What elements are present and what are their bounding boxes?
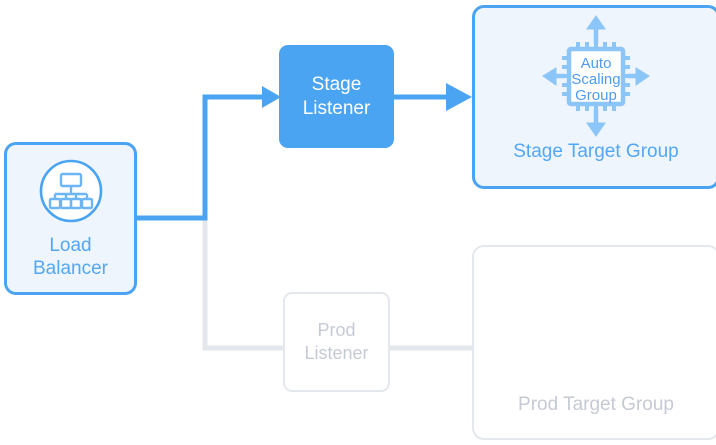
load-balancer-label-line1: Load [49,234,92,256]
node-prod-target-group[interactable]: Prod Target Group [472,245,716,440]
asg-icon-label-line3: Group [575,87,617,104]
stage-listener-label-line2: Listener [302,97,371,119]
connector-load-balancer-to-prod-listener [137,215,283,351]
prod-listener-label-line2: Listener [304,343,369,363]
scale-arrow-up [586,15,606,44]
stage-target-group-label: Stage Target Group [513,141,679,162]
scale-arrow-left [542,67,565,86]
arrowhead-to-stage-listener [262,86,281,108]
node-stage-target-group[interactable]: Auto Scaling Group Stage Target Group [472,5,716,189]
load-balancer-label-line2: Balancer [33,257,108,279]
asg-icon-label-line1: Auto [581,55,612,72]
auto-scaling-group-icon-wrap: Auto Scaling Group [521,14,671,139]
scale-arrow-right [627,67,650,86]
auto-scaling-chip-icon: Auto Scaling Group [542,15,650,137]
hierarchy-network-icon [39,159,102,222]
asg-icon-label-line2: Scaling [571,71,620,88]
stage-listener-label-line1: Stage [311,73,362,95]
load-balancer-label: Load Balancer [33,234,108,280]
prod-listener-label-line1: Prod [317,320,356,340]
node-prod-listener[interactable]: Prod Listener [283,292,390,392]
node-stage-listener[interactable]: Stage Listener [279,45,394,148]
prod-listener-label: Prod Listener [304,319,368,365]
node-load-balancer[interactable]: Load Balancer [4,142,137,295]
stage-listener-label: Stage Listener [303,73,371,121]
load-balancer-icon-wrap [38,158,104,224]
prod-target-group-label: Prod Target Group [518,394,674,415]
arrowhead-to-stage-target-group [446,83,472,111]
connector-load-balancer-to-stage-listener [137,94,268,221]
scale-arrow-down [586,109,606,137]
